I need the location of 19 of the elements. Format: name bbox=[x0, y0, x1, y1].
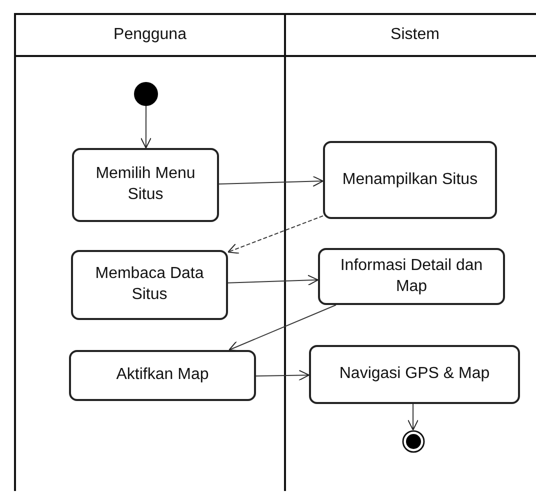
arrow bbox=[140, 106, 152, 148]
lane-header: Sistem bbox=[286, 15, 536, 57]
end-node bbox=[402, 430, 425, 453]
action-box: Informasi Detail dan Map bbox=[318, 248, 505, 305]
action-box: Menampilkan Situs bbox=[323, 141, 497, 219]
arrow bbox=[228, 274, 318, 286]
arrow bbox=[228, 304, 336, 352]
swimlane bbox=[284, 13, 536, 491]
action-box: Navigasi GPS & Map bbox=[309, 345, 520, 404]
swimlane bbox=[14, 13, 284, 491]
arrow bbox=[408, 404, 419, 430]
arrow bbox=[228, 215, 324, 254]
start-node bbox=[134, 82, 158, 106]
arrow bbox=[256, 370, 310, 381]
action-box: Membaca Data Situs bbox=[71, 250, 228, 320]
arrow bbox=[218, 176, 324, 187]
action-box: Aktifkan Map bbox=[69, 350, 256, 401]
action-box: Memilih Menu Situs bbox=[72, 148, 219, 222]
lane-header: Pengguna bbox=[16, 15, 284, 57]
